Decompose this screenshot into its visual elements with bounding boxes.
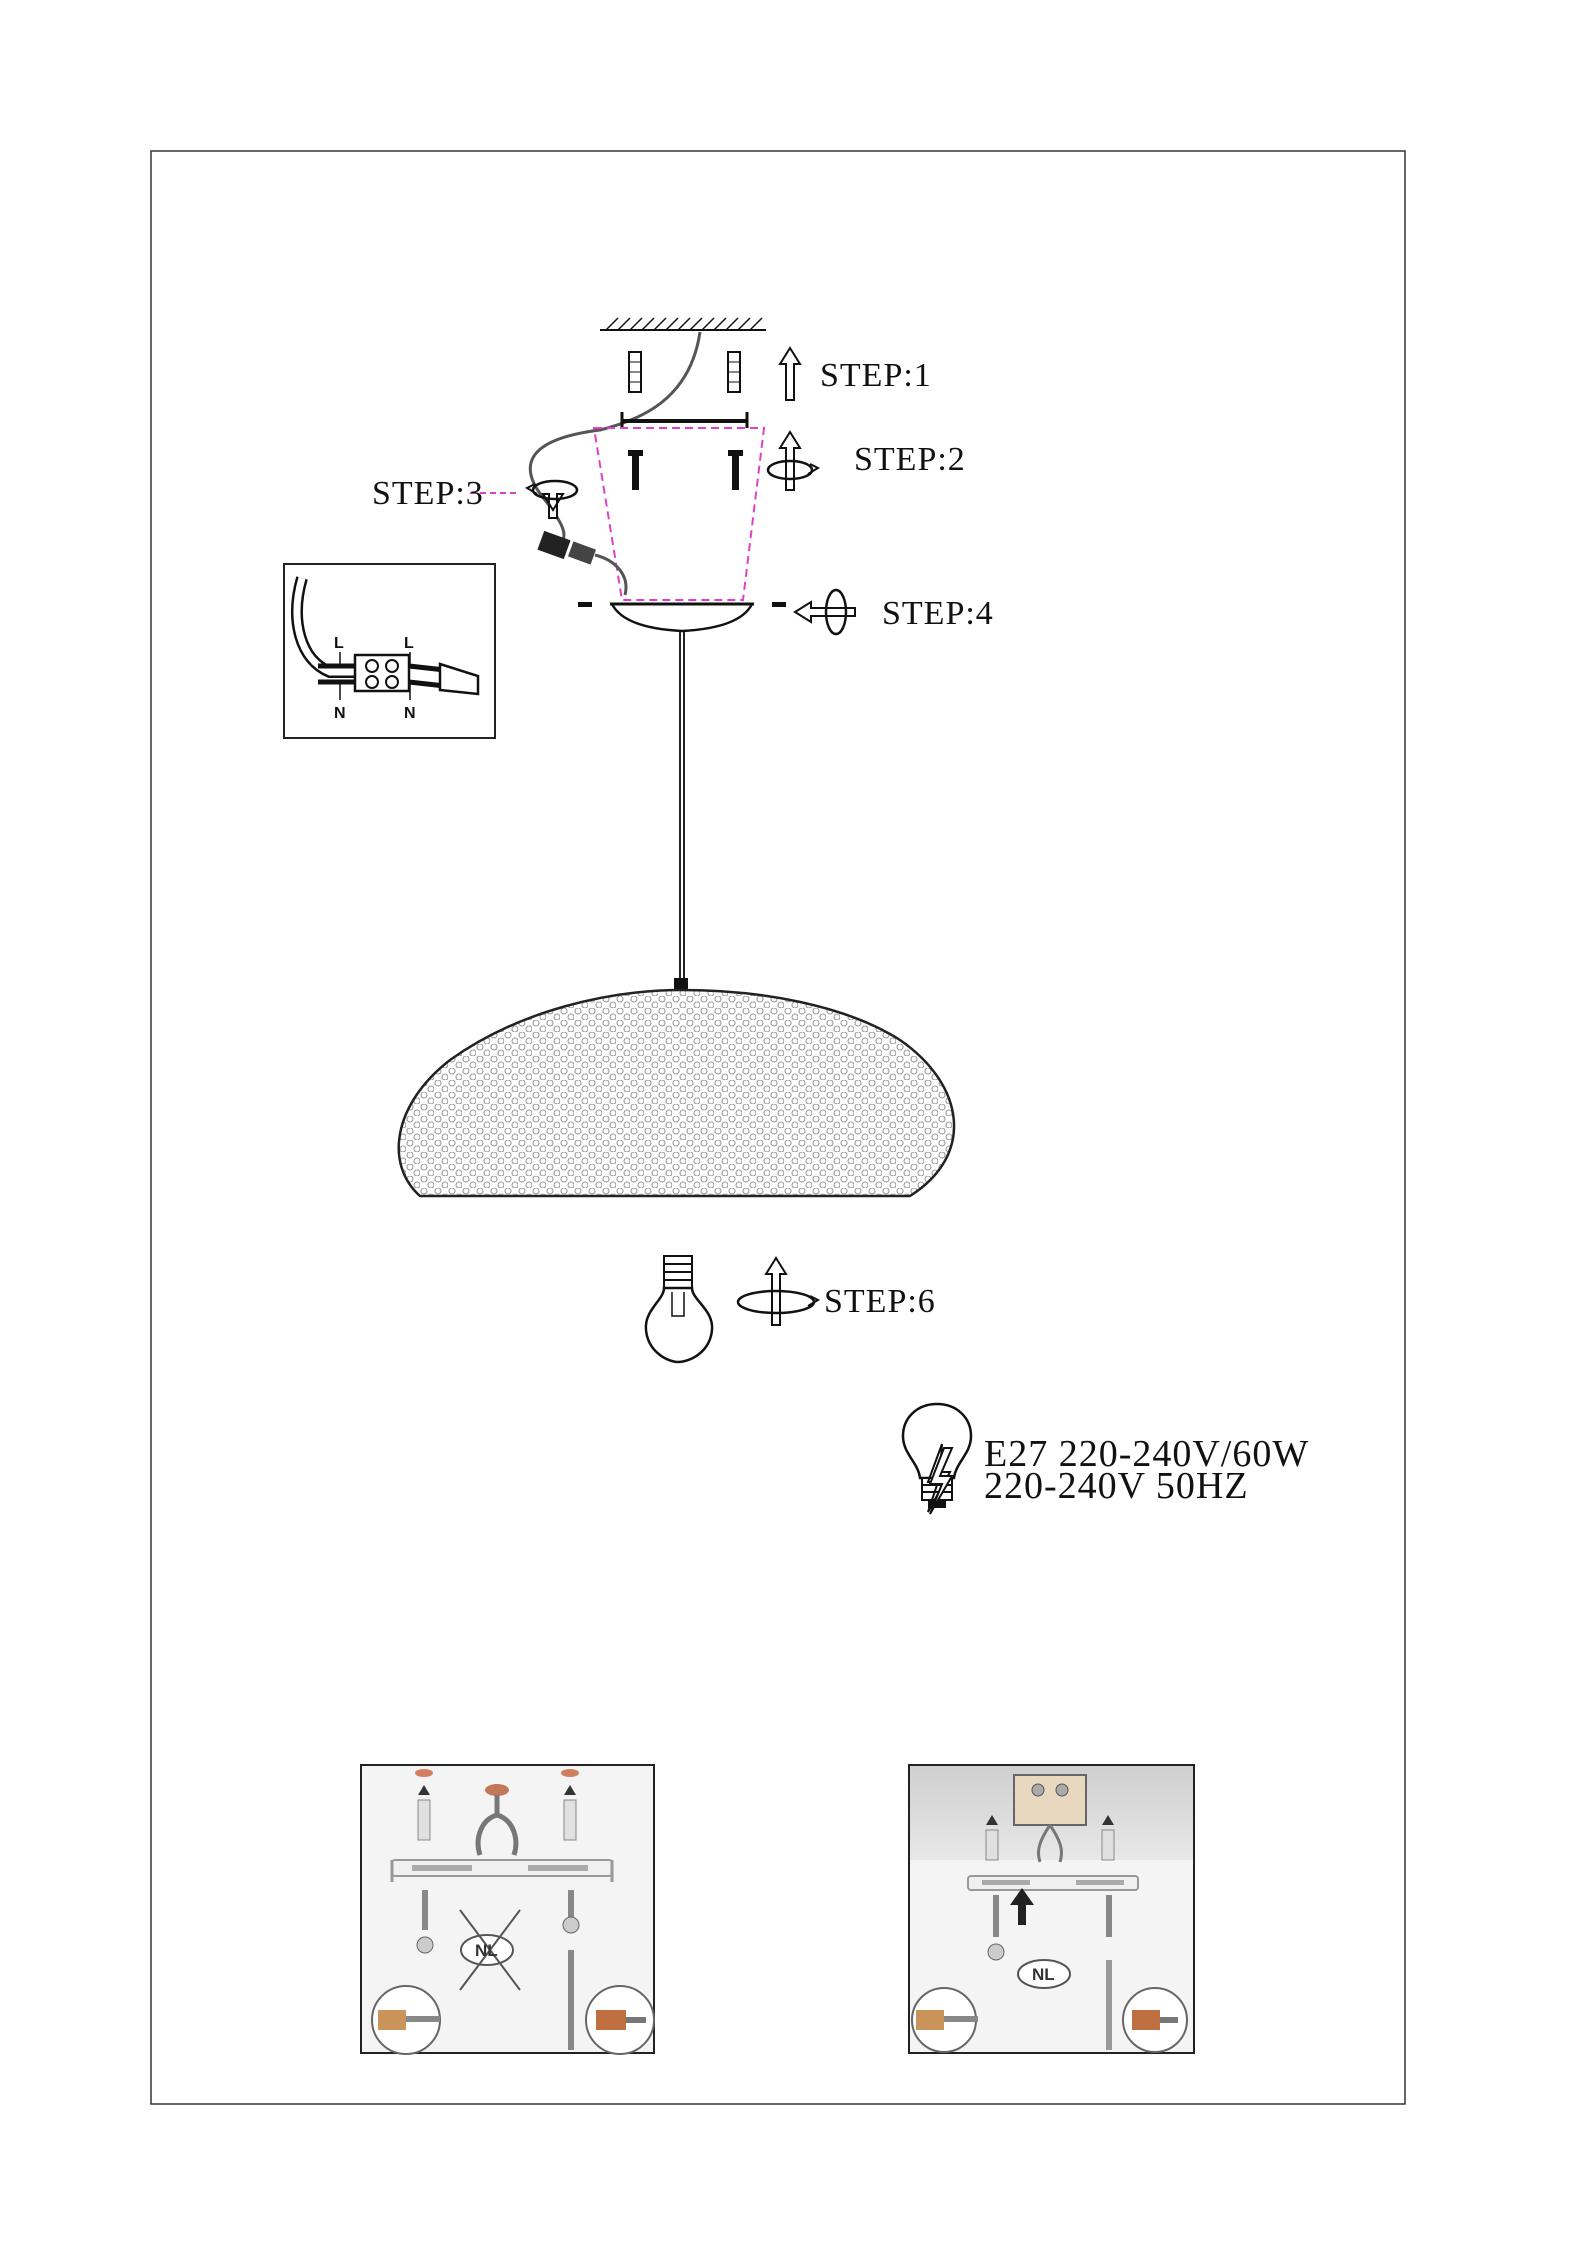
screw-left (628, 450, 643, 490)
ceiling (600, 318, 766, 330)
step4-label: STEP:4 (882, 595, 994, 632)
wiring-live-label-left: L (334, 635, 344, 652)
wiring-inset (284, 564, 495, 738)
down-arrow-icon (527, 481, 577, 518)
rotate-arrow-icon (768, 432, 818, 490)
step3-label: STEP:3 (372, 475, 484, 512)
step1-label: STEP:1 (820, 357, 932, 394)
step2-label: STEP:2 (854, 441, 966, 478)
step6-label: STEP:6 (824, 1283, 936, 1320)
mounting-panel-left (361, 1765, 654, 2054)
wall-plug-left (629, 352, 641, 392)
panel-right-badge: NL (1032, 1965, 1055, 1984)
rotate-arrow-icon (738, 1258, 818, 1325)
canopy (578, 602, 786, 631)
up-arrow-icon (780, 348, 800, 400)
mounting-panel-right (909, 1765, 1194, 2053)
panel-left-badge: NL (475, 1941, 498, 1960)
wiring-live-label-right: L (404, 635, 414, 652)
light-bulb-icon (646, 1256, 712, 1362)
suspension-cord (674, 632, 688, 990)
wiring-neutral-label-left: N (334, 705, 346, 722)
left-arrow-icon (795, 590, 855, 634)
wiring-neutral-label-right: N (404, 705, 416, 722)
wall-plug-right (728, 352, 740, 392)
lamp-shade (399, 990, 954, 1196)
voltage-spec: 220-240V 50HZ (984, 1465, 1249, 1507)
screw-right (728, 450, 743, 490)
